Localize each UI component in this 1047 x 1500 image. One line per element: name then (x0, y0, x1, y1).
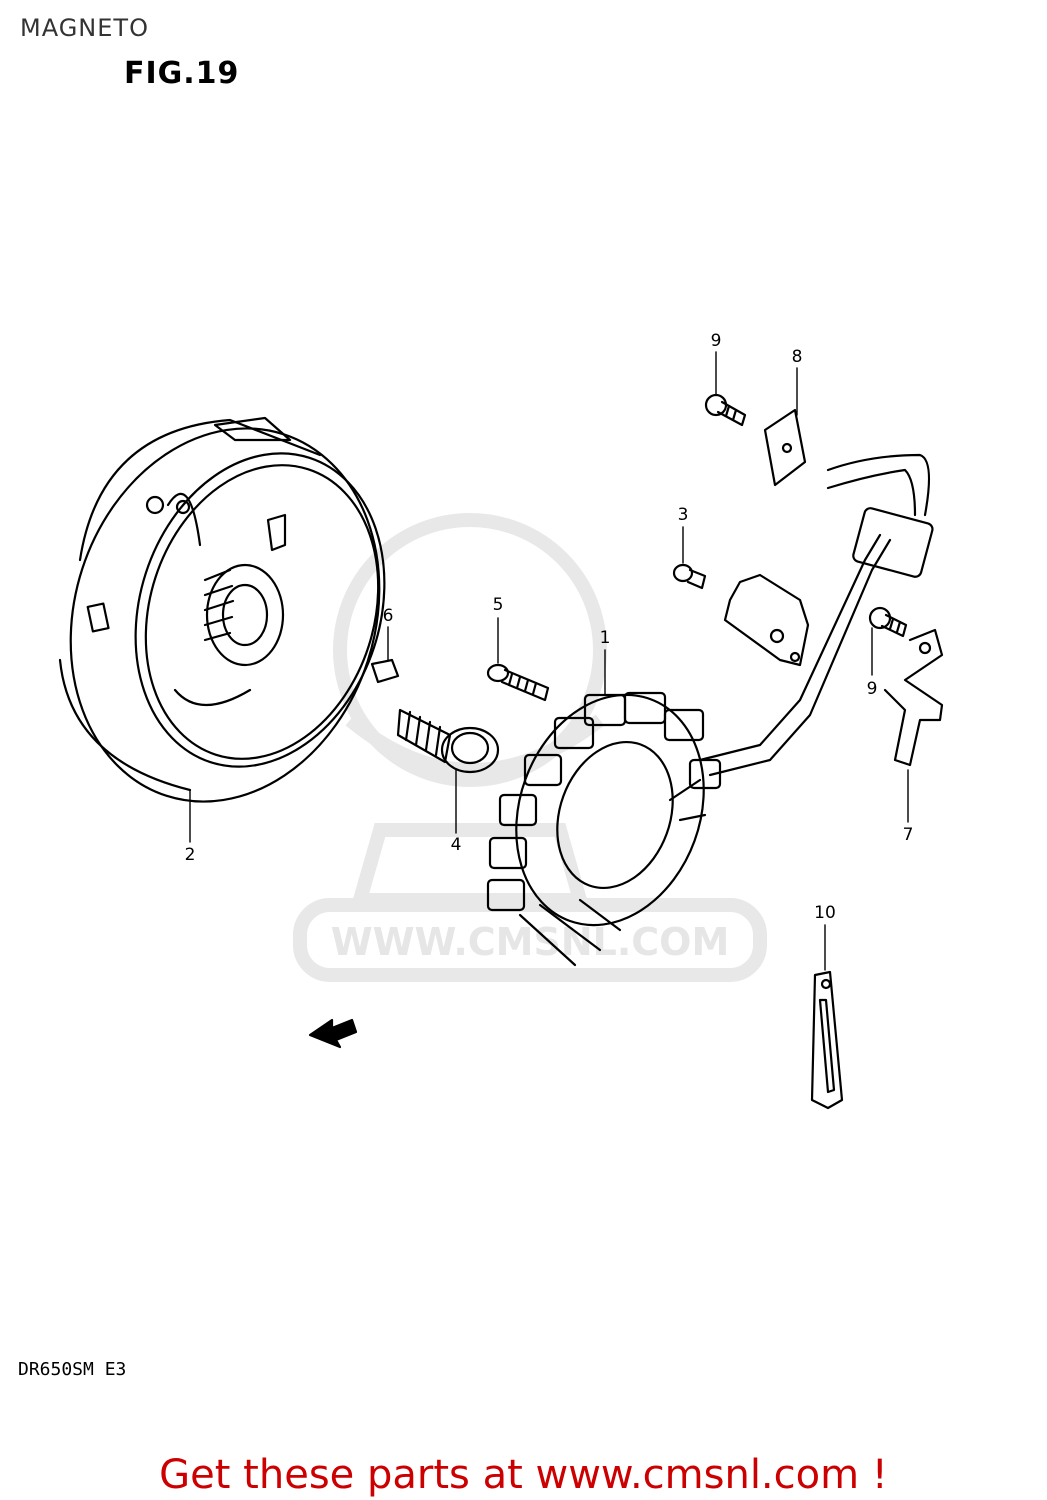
callout-4: 4 (451, 835, 462, 855)
watermark-text: WWW.CMSNL.COM (331, 920, 730, 964)
callout-9-upper: 9 (711, 331, 722, 351)
page-title: MAGNETO (20, 14, 149, 42)
promo-link[interactable]: Get these parts at www.cmsnl.com ! (159, 1452, 888, 1498)
wire-harness (698, 453, 934, 777)
part-6-key (370, 658, 400, 684)
watermark (293, 513, 767, 982)
callout-5: 5 (493, 595, 504, 615)
callout-3: 3 (678, 505, 689, 525)
callout-9-lower: 9 (867, 679, 878, 699)
model-code: DR650SM E3 (18, 1359, 127, 1380)
part-8-clamp-plate (763, 408, 807, 487)
callout-2: 2 (185, 845, 196, 865)
forward-arrow (308, 1018, 358, 1049)
part-10-strap (810, 970, 844, 1110)
callout-6: 6 (383, 606, 394, 626)
callout-7: 7 (903, 825, 914, 845)
callout-labels: 1 2 3 4 5 6 7 8 9 9 10 (185, 331, 914, 923)
part-3-screw (672, 563, 707, 590)
callout-8: 8 (792, 347, 803, 367)
callout-1: 1 (600, 628, 611, 648)
leader-lines (189, 351, 909, 971)
part-5-screw (486, 663, 550, 702)
part-7-bracket (883, 628, 944, 767)
part-9-screw-lower (868, 606, 908, 638)
part-9-screw-upper (704, 393, 747, 427)
part-4-bolt (396, 708, 500, 774)
part-1-stator (486, 691, 722, 967)
figure-number: FIG.19 (124, 56, 240, 91)
part-2-rotor (58, 416, 386, 803)
callout-10: 10 (814, 903, 836, 923)
pickup-coil (723, 573, 810, 667)
